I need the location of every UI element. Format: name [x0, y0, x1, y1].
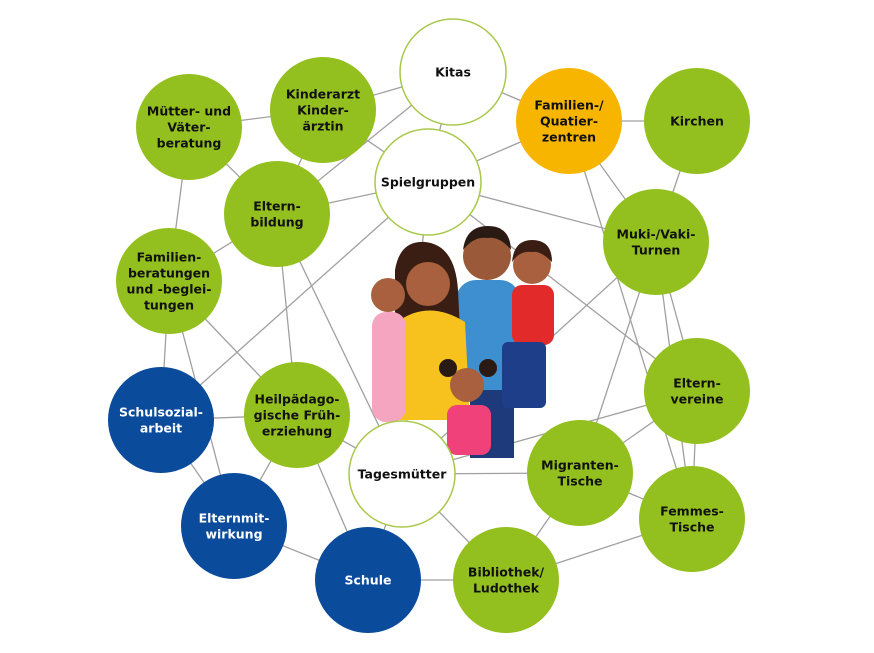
node-circle — [644, 68, 750, 174]
baby-body — [372, 312, 406, 422]
node-schule: Schule — [315, 527, 421, 633]
node-label: Migranten- — [541, 458, 619, 473]
node-label: Kirchen — [670, 114, 724, 129]
node-elternmitwirkung: Elternmit-wirkung — [181, 473, 287, 579]
node-label: Elternmit- — [199, 511, 270, 526]
node-circle — [136, 74, 242, 180]
node-label: wirkung — [205, 527, 262, 542]
node-label: Schule — [345, 573, 392, 588]
girl-shirt — [447, 405, 491, 455]
node-label: Kitas — [435, 65, 471, 80]
girl-bun-right — [479, 359, 497, 377]
node-label: Eltern- — [673, 376, 721, 391]
node-label: Heilpädago- — [255, 392, 340, 407]
node-circle — [639, 466, 745, 572]
node-label: Schulsozial- — [119, 405, 203, 420]
node-circle — [399, 18, 507, 126]
node-elternbildung: Eltern-bildung — [224, 161, 330, 267]
node-label: ärztin — [302, 119, 343, 134]
node-label: und -beglei- — [127, 282, 212, 297]
node-circle — [270, 57, 376, 163]
mother-dress — [395, 310, 470, 420]
family-illustration — [371, 226, 554, 458]
node-circle — [348, 420, 456, 528]
node-circle — [224, 161, 330, 267]
node-label: Bibliothek/ — [468, 565, 545, 580]
mother-head — [406, 262, 450, 306]
node-label: Eltern- — [253, 199, 301, 214]
father-hair — [463, 226, 511, 250]
node-label: Femmes- — [660, 504, 724, 519]
node-label: Familien-/ — [534, 98, 604, 113]
node-quartier: Familien-/Quatier-zentren — [516, 68, 622, 174]
node-label: tungen — [144, 298, 194, 313]
boy-hair — [512, 240, 552, 262]
node-spielgruppen: Spielgruppen — [374, 128, 482, 236]
node-label: vereine — [671, 392, 724, 407]
edge-quartier-femmes — [568, 120, 693, 520]
node-label: Tische — [669, 520, 714, 535]
node-label: Kinderarzt — [286, 87, 360, 102]
node-heilpaed: Heilpädago-gische Früh-erziehung — [244, 362, 350, 468]
node-label: arbeit — [140, 421, 182, 436]
node-circle — [603, 189, 709, 295]
node-label: zentren — [542, 130, 596, 145]
node-label: Mütter- und — [147, 104, 231, 119]
node-circle — [516, 68, 622, 174]
node-label: beratung — [157, 136, 222, 151]
node-label: Familien- — [137, 250, 202, 265]
girl-bun-left — [439, 359, 457, 377]
boy-head — [513, 246, 551, 284]
node-circle — [315, 527, 421, 633]
node-label: bildung — [250, 215, 303, 230]
node-label: Muki-/Vaki- — [617, 227, 696, 242]
node-schulsozial: Schulsozial-arbeit — [108, 367, 214, 473]
node-label: Quatier- — [540, 114, 598, 129]
node-label: Ludothek — [473, 581, 540, 596]
node-label: beratungen — [128, 266, 210, 281]
node-label: Tagesmütter — [358, 467, 448, 482]
girl-head — [450, 368, 484, 402]
edge-spielgruppen-elternvereine — [427, 181, 698, 392]
node-tagesmuetter: Tagesmütter — [348, 420, 456, 528]
node-kitas: Kitas — [399, 18, 507, 126]
node-femmes: Femmes-Tische — [639, 466, 745, 572]
node-circle — [374, 128, 482, 236]
node-muki: Muki-/Vaki-Turnen — [603, 189, 709, 295]
baby-head — [371, 278, 405, 312]
node-label: Väter- — [167, 120, 210, 135]
node-circle — [116, 228, 222, 334]
node-label: gische Früh- — [254, 408, 341, 423]
node-label: erziehung — [262, 424, 332, 439]
node-circle — [181, 473, 287, 579]
node-circle — [108, 367, 214, 473]
node-circle — [644, 338, 750, 444]
node-elternvereine: Eltern-vereine — [644, 338, 750, 444]
edge-spielgruppen-schulsozial — [160, 181, 429, 421]
node-kirchen: Kirchen — [644, 68, 750, 174]
boy-shirt — [512, 285, 554, 345]
node-label: Turnen — [632, 243, 681, 258]
node-label: Spielgruppen — [381, 175, 475, 190]
node-migranten: Migranten-Tische — [527, 420, 633, 526]
boy-pants — [502, 342, 546, 408]
node-label: Tische — [557, 474, 602, 489]
node-label: Kinder- — [297, 103, 349, 118]
node-circle — [527, 420, 633, 526]
node-circle — [244, 362, 350, 468]
node-bibliothek: Bibliothek/Ludothek — [453, 527, 559, 633]
father-head — [463, 232, 511, 280]
node-circle — [453, 527, 559, 633]
